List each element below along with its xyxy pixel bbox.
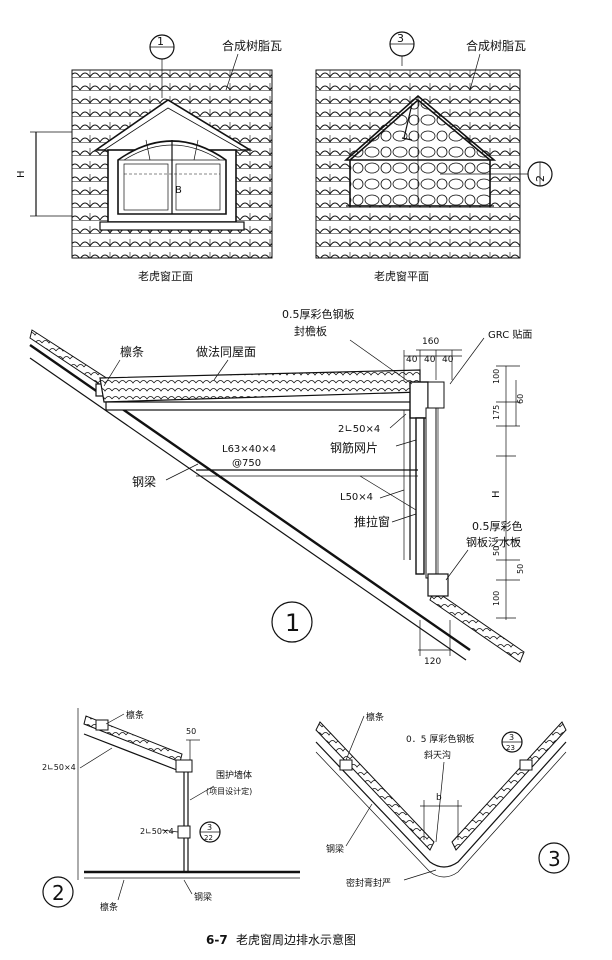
flashing-label-1: 0.5厚彩色 <box>472 519 523 533</box>
section-1: 0.5厚彩色钢板 封檐板 檩条 做法同屋面 GRC 贴面 160 40 40 4… <box>29 307 532 667</box>
front-caption: 老虎窗正面 <box>138 269 193 283</box>
vdim-100-top: 100 <box>492 369 501 384</box>
mesh-label: 钢筋网片 <box>330 440 378 455</box>
section-2-ref-top: 3 <box>207 823 212 832</box>
section-3-number-circle <box>538 842 570 874</box>
roof-label: 做法同屋面 <box>196 344 256 359</box>
section-3-purlin <box>339 759 353 771</box>
window-sill <box>99 221 245 231</box>
material-label-plan: 合成树脂瓦 <box>466 38 526 53</box>
section-2-wall-label-2: (项目设计定) <box>206 786 252 796</box>
height-label: H <box>16 170 27 178</box>
flashing-label-2: 钢板泛水板 <box>466 535 521 549</box>
purlin-label: 檩条 <box>120 344 144 359</box>
section-3-number: 3 <box>548 847 561 871</box>
section-3-gutter-label: 斜天沟 <box>424 749 451 761</box>
steel-sheet-label: 0.5厚彩色钢板 <box>282 307 355 321</box>
angle-L50-label: L50×4 <box>340 492 373 503</box>
section-3-purlin-label: 檩条 <box>366 711 384 723</box>
section-3-roof-right <box>451 721 567 851</box>
dim-120: 120 <box>424 657 441 667</box>
vdim-H: H <box>491 490 502 498</box>
member-2L50x4-label: 2∟50×4 <box>338 424 380 435</box>
section-3: b 檩条 0．5 厚彩色钢板 斜天沟 3 23 钢梁 密封膏封严 3 <box>315 711 570 889</box>
width-label: B <box>175 185 182 196</box>
section-marker-2-text: 2 <box>534 175 547 182</box>
plan-caption: 老虎窗平面 <box>374 269 429 283</box>
dim-40-c: 40 <box>442 355 454 365</box>
eave-board-label: 封檐板 <box>294 324 327 338</box>
section-3-ref-bottom: 23 <box>506 744 515 752</box>
section-2-purlin-top <box>95 719 109 731</box>
section-2: 50 檩条 2∟50×4 围护墙体 (项目设计定) 2∟50×4 3 22 檩条… <box>42 708 300 913</box>
section-2-member-bottom: 2∟50×4 <box>140 827 174 836</box>
section-2-purlin-bottom-label: 檩条 <box>100 901 118 913</box>
plan-view: 3 2 合成树脂瓦 老虎窗平面 <box>315 31 553 283</box>
section-3-steel-label: 0．5 厚彩色钢板 <box>406 733 474 745</box>
section-2-beam-label: 钢梁 <box>194 891 212 903</box>
dormer-plan-outline <box>349 98 491 207</box>
vdim-50-b: 50 <box>516 564 525 574</box>
sliding-window-label: 推拉窗 <box>354 514 390 529</box>
vdim-175: 175 <box>492 405 501 420</box>
section-2-purlin-top-label: 檩条 <box>126 709 144 721</box>
flashing <box>427 573 449 597</box>
section-1-number: 1 <box>285 609 300 637</box>
section-2-member-top: 2∟50×4 <box>42 763 76 772</box>
eave-board <box>409 381 429 419</box>
section-1-number-circle <box>271 601 313 643</box>
section-2-ref-bottom: 22 <box>204 834 213 842</box>
vdim-60: 60 <box>516 394 525 404</box>
member-spacing-label: @750 <box>232 458 261 469</box>
dim-160: 160 <box>422 337 439 347</box>
dim-40-a: 40 <box>406 355 418 365</box>
dim-40-b: 40 <box>424 355 436 365</box>
front-wall <box>415 417 425 575</box>
material-label-front: 合成树脂瓦 <box>222 38 282 53</box>
dormer-roof-tiles <box>99 369 421 403</box>
section-2-dim-50: 50 <box>186 727 196 736</box>
figure-number: 6-7 <box>206 933 228 947</box>
grc-label: GRC 贴面 <box>488 328 532 341</box>
section-3-seal-label: 密封膏封严 <box>346 877 391 889</box>
vdim-100-bottom: 100 <box>492 591 501 606</box>
section-3-beam-label: 钢梁 <box>326 843 344 855</box>
section-2-number: 2 <box>52 881 65 905</box>
section-marker-3-text: 3 <box>397 32 404 45</box>
front-elevation: B H 1 合成树脂瓦 老虎窗正面 <box>16 34 282 283</box>
steel-beam-label: 钢梁 <box>132 474 156 489</box>
section-3-roof-left <box>315 721 435 851</box>
section-3-valley-gutter <box>315 741 567 868</box>
dormer-roof-deck <box>105 401 425 411</box>
section-3-b-label: b <box>436 793 442 803</box>
section-2-wall-label-1: 围护墙体 <box>216 769 252 781</box>
member-L63-label: L63×40×4 <box>222 444 276 455</box>
figure-title: 老虎窗周边排水示意图 <box>236 932 356 947</box>
vdim-50-a: 50 <box>492 546 501 556</box>
section-marker-1-text: 1 <box>157 35 164 48</box>
section-3-ref-top: 3 <box>509 733 514 742</box>
section-2-number-circle <box>42 876 74 908</box>
